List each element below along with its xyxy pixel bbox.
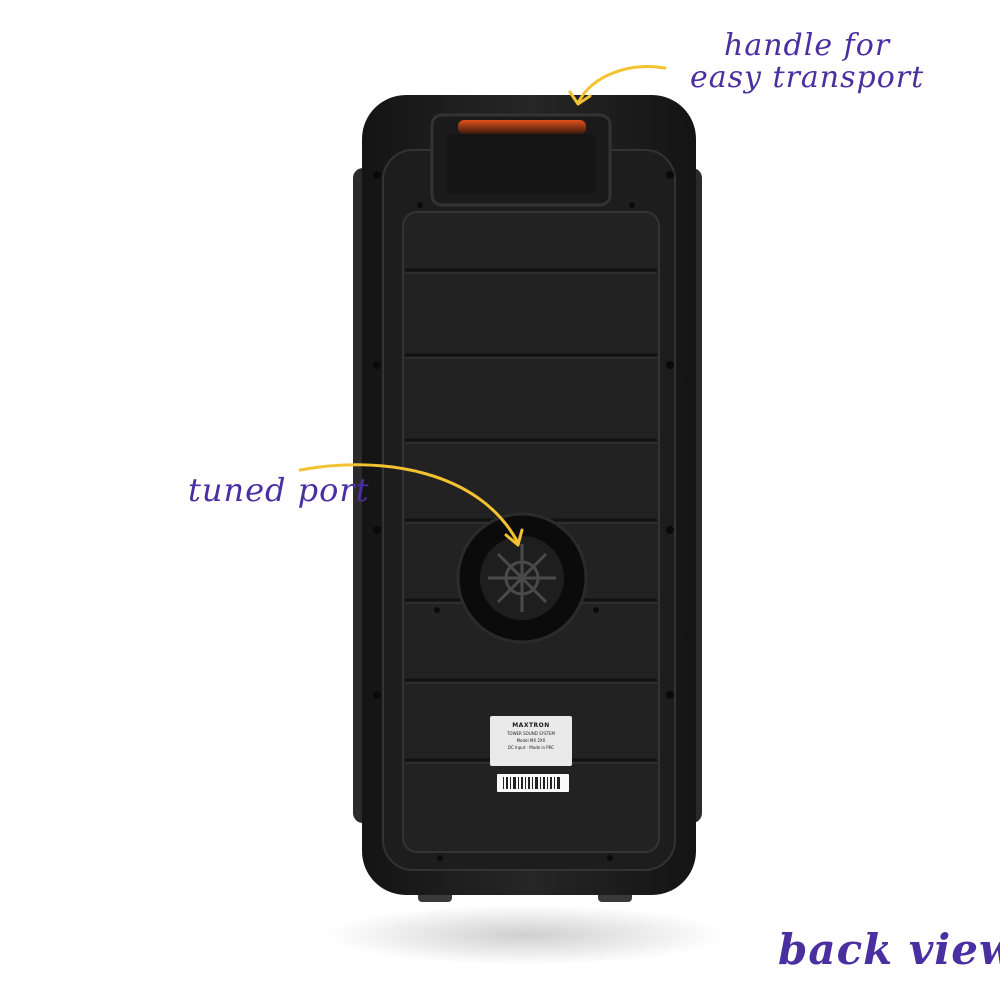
handle-annotation-line2: easy transport: [690, 59, 925, 95]
handle-accent: [458, 120, 586, 134]
floor-shadow: [325, 905, 725, 965]
rating-label: MAXTRON TOWER SOUND SYSTEM Model MX 2XX …: [490, 716, 572, 766]
barcode: [497, 774, 569, 792]
handle-arrow: [576, 65, 667, 105]
port-grille: [488, 544, 556, 612]
screws: [373, 171, 674, 861]
handle-annotation: handle for easy transport: [690, 30, 924, 93]
handle-annotation-line1: handle for: [724, 28, 891, 63]
port-arrow: [298, 463, 520, 545]
view-caption: back view: [778, 925, 1000, 974]
port-annotation: tuned port: [188, 471, 370, 509]
handle-grip: [446, 134, 596, 194]
